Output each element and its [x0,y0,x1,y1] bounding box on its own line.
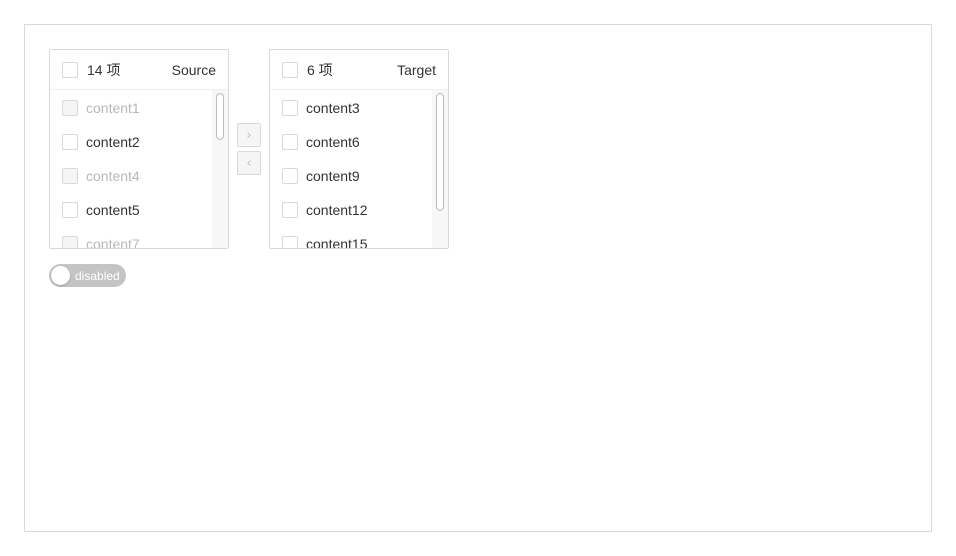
item-checkbox[interactable] [282,100,298,116]
item-label: content3 [306,100,360,116]
item-checkbox [62,168,78,184]
transfer-target-panel: 6 项 Target content3 content6 content9 co… [269,49,449,249]
target-item[interactable]: content12 [270,193,448,227]
move-to-target-button[interactable]: › [237,123,261,147]
item-label: content7 [86,236,140,248]
item-checkbox[interactable] [62,202,78,218]
move-to-source-button[interactable]: ‹ [237,151,261,175]
source-title: Source [171,61,216,78]
target-item[interactable]: content3 [270,91,448,125]
target-scrollbar-thumb[interactable] [436,93,444,211]
item-checkbox[interactable] [282,236,298,248]
source-list[interactable]: content1 content2 content4 content5 cont… [50,90,228,248]
item-label: content6 [306,134,360,150]
item-checkbox[interactable] [282,202,298,218]
source-count: 14 项 [87,61,121,78]
chevron-left-icon: ‹ [246,155,252,171]
item-label: content9 [306,168,360,184]
source-scrollbar-track[interactable] [212,90,228,248]
source-item: content1 [50,91,228,125]
transfer-operations: › ‹ [237,123,261,179]
target-count: 6 项 [307,61,333,78]
item-checkbox[interactable] [282,134,298,150]
switch-label: disabled [75,268,120,283]
transfer-source-panel: 14 项 Source content1 content2 content4 c… [49,49,229,249]
source-item[interactable]: content5 [50,193,228,227]
target-scrollbar-track[interactable] [432,90,448,248]
target-list[interactable]: content3 content6 content9 content12 con… [270,90,448,248]
switch-knob [51,266,70,285]
item-checkbox[interactable] [282,168,298,184]
source-panel-header: 14 项 Source [50,50,228,90]
target-panel-header: 6 项 Target [270,50,448,90]
item-label: content15 [306,236,368,248]
item-label: content2 [86,134,140,150]
item-label: content5 [86,202,140,218]
source-item: content4 [50,159,228,193]
item-label: content12 [306,202,368,218]
source-scrollbar-thumb[interactable] [216,93,224,140]
item-label: content4 [86,168,140,184]
item-label: content1 [86,100,140,116]
disabled-toggle-switch[interactable]: disabled [49,264,126,287]
item-checkbox[interactable] [62,134,78,150]
target-select-all-checkbox[interactable] [282,61,298,78]
target-title: Target [397,61,436,78]
target-item[interactable]: content9 [270,159,448,193]
item-checkbox [62,236,78,248]
target-item[interactable]: content15 [270,227,448,248]
source-item[interactable]: content2 [50,125,228,159]
source-item: content7 [50,227,228,248]
target-item[interactable]: content6 [270,125,448,159]
source-select-all-checkbox[interactable] [62,61,78,78]
chevron-right-icon: › [246,127,252,143]
item-checkbox [62,100,78,116]
